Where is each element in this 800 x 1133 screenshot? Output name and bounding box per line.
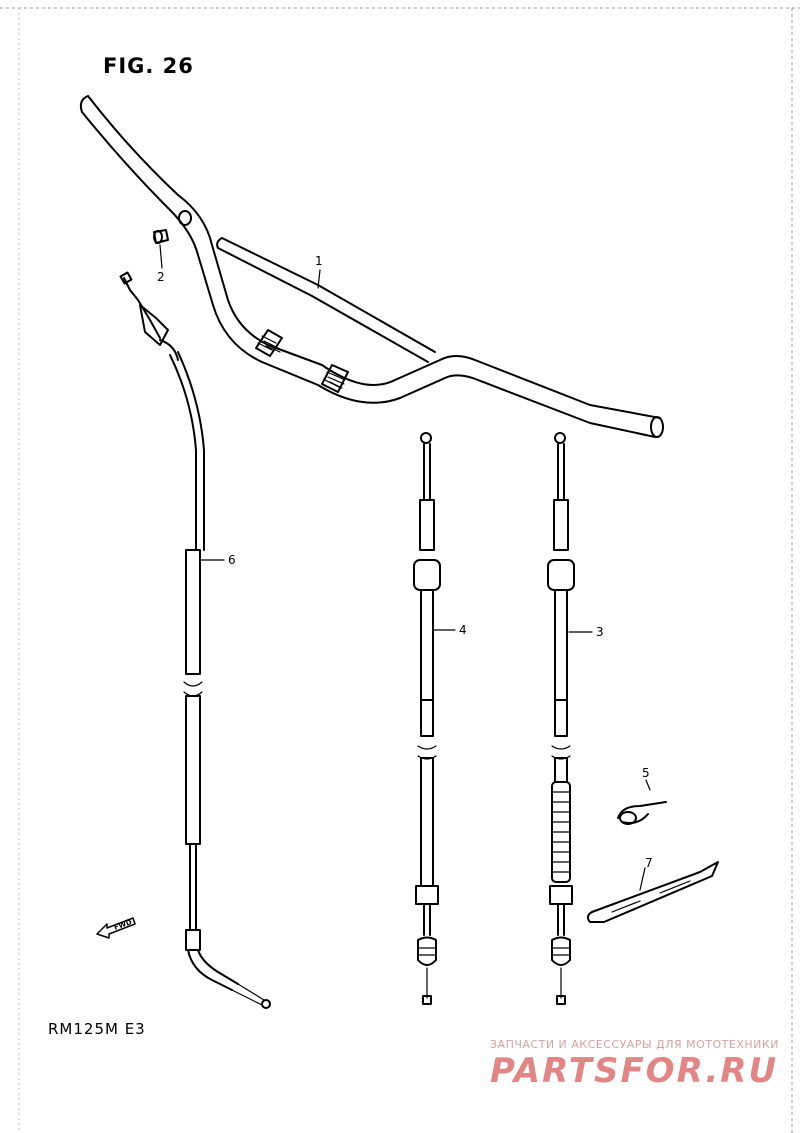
- knurl-band-left: [255, 329, 283, 357]
- callout-4: 4: [459, 623, 467, 637]
- watermark-logo-text: PARTSFOR.RU: [490, 1051, 778, 1090]
- callout-3: 3: [596, 625, 604, 639]
- callout-2: 2: [157, 270, 165, 284]
- callout-1: 1: [315, 254, 323, 268]
- cable-part-4: [413, 432, 441, 1005]
- fwd-arrow-icon: FWD: [96, 917, 136, 939]
- model-code: RM125M E3: [48, 1020, 146, 1038]
- cable-part-6: [119, 271, 271, 1009]
- figure-title: FIG. 26: [103, 54, 194, 78]
- callout-7: 7: [645, 856, 653, 870]
- clip-part-5: [617, 801, 667, 825]
- callout-6: 6: [228, 553, 236, 567]
- band-part-7: [586, 861, 719, 923]
- fwd-label: FWD: [113, 918, 133, 932]
- plug-cap-part-2: [153, 229, 169, 244]
- cable-part-3: [547, 432, 575, 1005]
- watermark-tagline: ЗАПЧАСТИ И АКСЕССУАРЫ ДЛЯ МОТОТЕХНИКИ: [490, 1038, 779, 1051]
- knurl-band-right: [321, 364, 349, 393]
- leader-lines: [159, 244, 651, 891]
- handlebar-part-1: [79, 95, 664, 438]
- callout-5: 5: [642, 766, 650, 780]
- watermark-logo: PARTSFOR.RU: [490, 1051, 778, 1090]
